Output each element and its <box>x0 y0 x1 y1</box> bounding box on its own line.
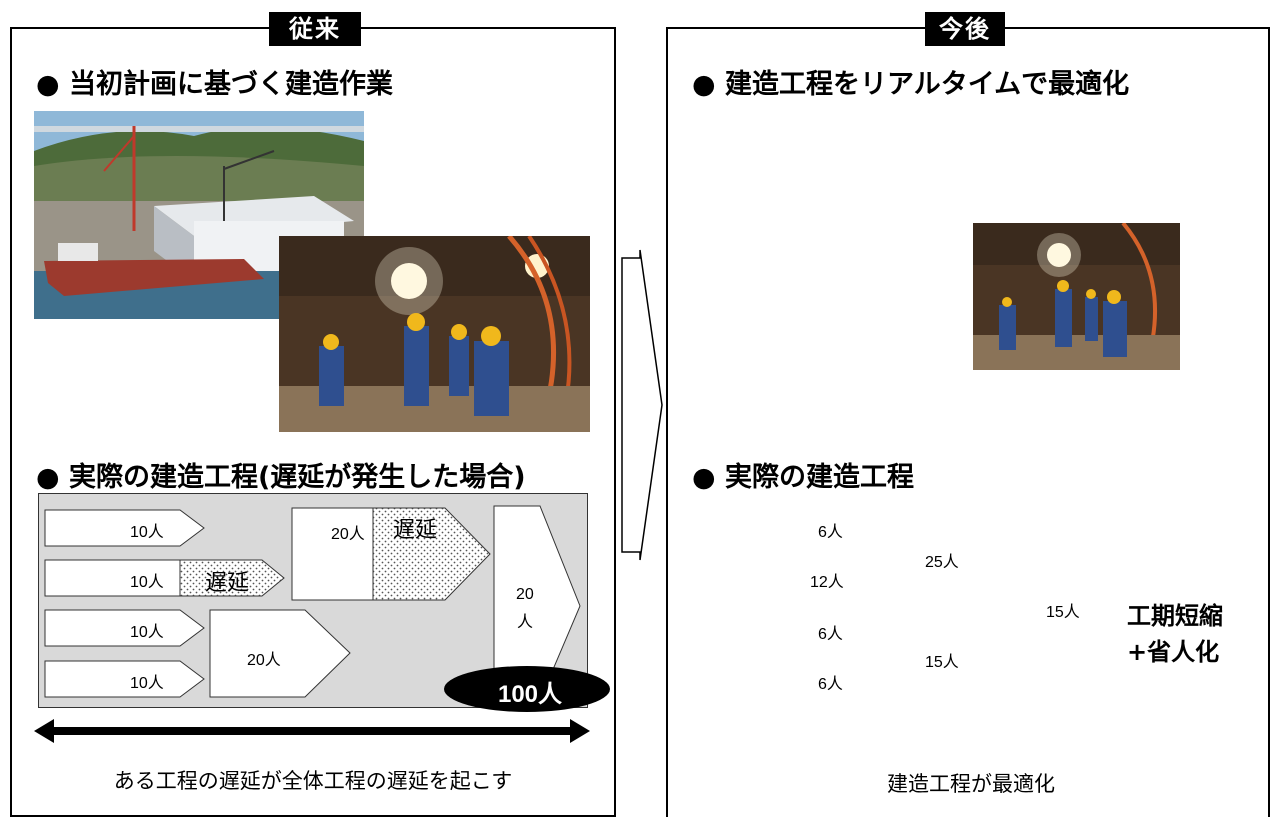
benefit-line-1: 工期短縮 <box>1127 602 1223 630</box>
right-heading-actual: ● 実際の建造工程 <box>692 462 914 493</box>
right-caption: 建造工程が最適化 <box>887 772 1055 796</box>
right-label-r4: 6人 <box>818 676 843 693</box>
transition-arrow <box>621 249 663 561</box>
right-heading-realtime: ● 建造工程をリアルタイムで最適化 <box>692 69 1130 100</box>
right-label-r2: 12人 <box>810 574 844 591</box>
left-label-r2-delay: 遅延 <box>205 571 250 596</box>
right-panel <box>666 27 1270 817</box>
right-label-r3: 6人 <box>818 626 843 643</box>
left-caption: ある工程の遅延が全体工程の遅延を起こす <box>113 769 513 793</box>
left-heading-plan: ● 当初計画に基づく建造作業 <box>36 69 393 100</box>
left-label-tall-1: 20 <box>516 586 534 603</box>
left-label-mid-upper: 20人 <box>331 526 365 543</box>
left-timeline-arrow <box>34 719 590 743</box>
right-label-mid-lower: 15人 <box>925 654 959 671</box>
factory-workers-photo <box>279 236 590 432</box>
left-label-mid-upper-delay: 遅延 <box>393 518 438 543</box>
left-task-r4 <box>44 660 205 698</box>
benefit-line-2: +省人化 <box>1127 638 1220 666</box>
left-task-r3 <box>44 609 205 647</box>
left-label-mid-lower: 20人 <box>247 652 281 669</box>
right-tag: 今後 <box>925 12 1005 46</box>
left-label-r1: 10人 <box>130 524 164 541</box>
left-task-mid-lower <box>209 609 351 698</box>
factory-workers-photo-small <box>973 223 1180 370</box>
left-total-badge <box>444 666 610 712</box>
left-tag: 従来 <box>269 12 361 46</box>
left-task-tall <box>493 505 581 701</box>
left-total-label: 100人 <box>497 681 563 708</box>
left-label-r3: 10人 <box>130 624 164 641</box>
left-label-r4: 10人 <box>130 675 164 692</box>
right-label-tall: 15人 <box>1046 604 1080 621</box>
left-task-r2-delay <box>179 559 285 597</box>
left-task-mid-upper-delay <box>372 507 491 601</box>
right-total-label: 85人 <box>1054 681 1106 708</box>
right-label-r1: 6人 <box>818 524 843 541</box>
right-label-mid-upper: 25人 <box>925 554 959 571</box>
left-label-tall-2: 人 <box>517 614 534 631</box>
left-task-r1 <box>44 509 205 547</box>
factory-illustration <box>279 236 590 432</box>
left-label-r2: 10人 <box>130 574 164 591</box>
factory-illustration-small <box>973 223 1180 370</box>
left-heading-actual: ● 実際の建造工程(遅延が発生した場合) <box>36 462 526 493</box>
